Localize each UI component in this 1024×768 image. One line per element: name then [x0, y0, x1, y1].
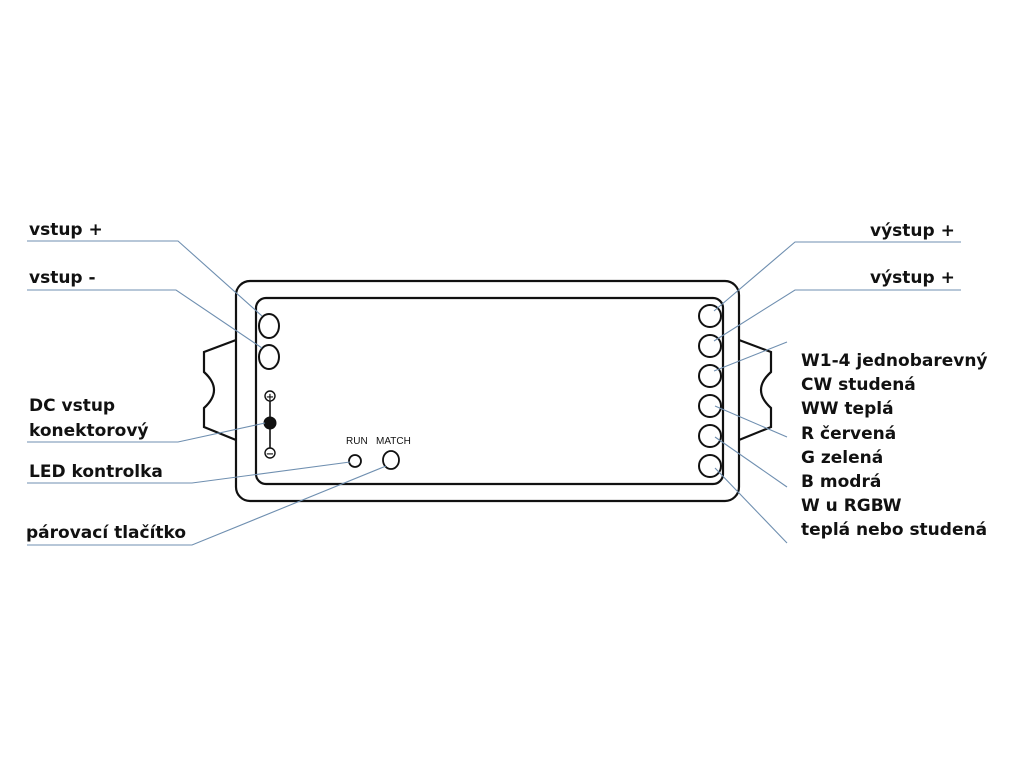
housing-outer	[234, 279, 741, 503]
leader-lines	[27, 240, 961, 546]
leader-input-minus	[27, 289, 263, 349]
leader-input-plus	[27, 240, 263, 317]
channel-label-g: G zelená	[801, 448, 884, 468]
channel-label-warm-cold: teplá nebo studená	[801, 520, 988, 540]
match-label: MATCH	[376, 436, 411, 447]
input-terminals	[258, 313, 280, 370]
right-mounting-tab	[738, 338, 773, 442]
output-terminal-1	[698, 304, 722, 328]
dc-minus-symbol: −	[266, 449, 274, 460]
input-plus-terminal	[258, 313, 280, 339]
dc-jack-socket	[263, 416, 277, 430]
channel-label-r: R červená	[801, 424, 897, 444]
leader-channel-r	[714, 405, 788, 438]
housing-inner	[254, 296, 725, 486]
output-terminal-4	[698, 394, 722, 418]
leader-channel-b	[714, 467, 788, 544]
leader-pairing	[27, 465, 387, 546]
led-indicator-label: LED kontrolka	[29, 462, 163, 482]
dc-jack	[263, 390, 277, 459]
output-terminal-2	[698, 334, 722, 358]
dc-plus-symbol: +	[266, 392, 274, 403]
leader-output-plus-1	[713, 241, 961, 312]
output-plus-label-2: výstup +	[870, 268, 955, 288]
channel-label-w1-4: W1-4 jednobarevný	[801, 351, 988, 371]
dc-input-label-line1: DC vstup	[29, 396, 116, 416]
channel-label-ww: WW teplá	[801, 399, 894, 419]
controller-housing	[202, 279, 773, 503]
channel-label-b: B modrá	[801, 472, 882, 492]
run-led	[348, 454, 362, 468]
output-terminals	[698, 304, 722, 478]
left-mounting-tab	[202, 338, 237, 442]
run-match-group	[348, 450, 400, 470]
leader-dc-input	[27, 422, 266, 443]
pairing-button-label: párovací tlačítko	[26, 523, 187, 543]
input-minus-terminal	[258, 344, 280, 370]
run-label: RUN	[346, 436, 368, 447]
channel-label-w-rgbw: W u RGBW	[801, 496, 902, 516]
leader-channel-g	[714, 436, 788, 488]
dc-plus-circle	[264, 390, 276, 402]
input-minus-label: vstup -	[29, 268, 96, 288]
leader-led	[27, 461, 351, 484]
output-terminal-3	[698, 364, 722, 388]
dc-minus-circle	[264, 447, 276, 459]
channel-label-cw: CW studená	[801, 375, 916, 395]
match-button	[382, 450, 400, 470]
output-terminal-6	[698, 454, 722, 478]
dc-input-label-line2: konektorový	[29, 421, 149, 441]
leader-channel-w	[713, 341, 788, 372]
output-terminal-5	[698, 424, 722, 448]
input-plus-label: vstup +	[29, 220, 103, 240]
leader-output-plus-2	[713, 289, 961, 342]
output-plus-label-1: výstup +	[870, 221, 955, 241]
